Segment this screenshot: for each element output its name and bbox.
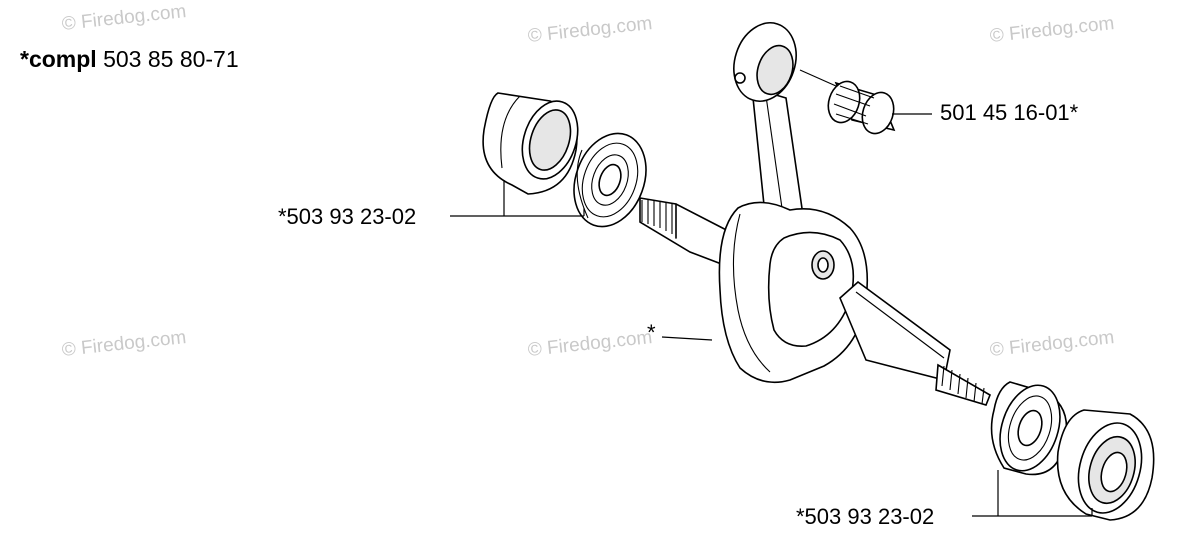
right-bearing-part-number: *503 93 23-02	[796, 504, 935, 529]
crankshaft-right-shaft	[839, 280, 992, 406]
crank-webs	[718, 201, 869, 384]
kit-label: *compl 503 85 80-71	[20, 48, 239, 71]
leader-lines	[450, 113, 1093, 517]
right-ball-bearing	[990, 381, 1068, 476]
kit-prefix: *compl	[20, 46, 97, 72]
left-bearing-part-number: *503 93 23-02	[278, 204, 417, 229]
left-seal-ring	[482, 92, 579, 195]
needle-bearing	[799, 69, 896, 135]
crankshaft-callout: *	[647, 320, 656, 345]
left-ball-bearing	[573, 132, 647, 228]
right-seal-ring	[1056, 409, 1155, 521]
needle-bearing-part-number: 501 45 16-01*	[940, 100, 1079, 125]
kit-number: 503 85 80-71	[103, 46, 239, 72]
